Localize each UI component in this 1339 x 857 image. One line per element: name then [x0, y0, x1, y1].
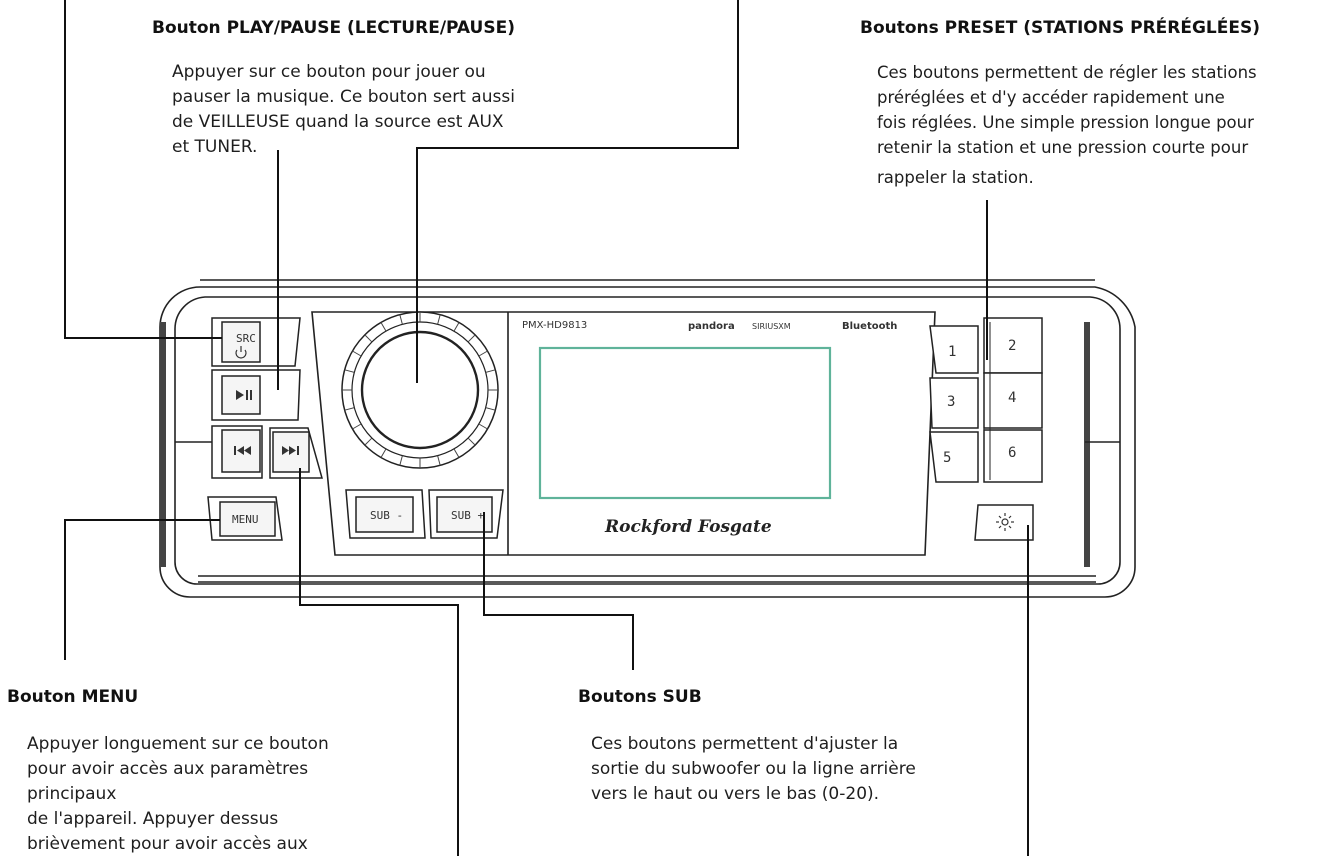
play-pause-heading: Bouton PLAY/PAUSE (LECTURE/PAUSE): [152, 18, 515, 38]
lcd-screen: [538, 346, 832, 500]
sub-heading: Boutons SUB: [578, 687, 702, 707]
knob-ridge: [344, 407, 355, 411]
description-line: Ces boutons permettent d'ajuster la: [591, 734, 899, 754]
play-pause-description: Appuyer sur ce bouton pour jouer ou paus…: [172, 60, 515, 160]
knob-ridge: [364, 437, 373, 446]
preset-description: Ces boutons permettent de régler les sta…: [877, 60, 1257, 190]
dimmer-button[interactable]: [974, 504, 1034, 541]
sub-minus-label: SUB -: [370, 509, 403, 522]
knob-ridge: [380, 448, 387, 458]
description-line: de VEILLEUSE quand la source est AUX: [172, 112, 504, 132]
sun-icon: [996, 513, 1014, 531]
knob-ridge: [485, 407, 496, 411]
chassis-outline: [159, 286, 1136, 598]
description-line: pour avoir accès aux paramètres: [27, 759, 309, 779]
menu-description: Appuyer longuement sur ce bouton pour av…: [27, 732, 329, 857]
description-line: de l'appareil. Appuyer dessus: [27, 809, 279, 829]
knob-ridge: [364, 334, 373, 343]
knob-ridge: [352, 423, 362, 430]
description-line: brièvement pour avoir accès aux: [27, 834, 308, 854]
preset-heading: Boutons PRESET (STATIONS PRÉRÉGLÉES): [860, 18, 1260, 38]
description-line: sortie du subwoofer ou la ligne arrière: [591, 759, 916, 779]
sub-description: Ces boutons permettent d'ajuster la sort…: [591, 732, 916, 807]
preset-label-5: 5: [943, 450, 951, 466]
description-line: retenir la station et une pression court…: [877, 138, 1249, 157]
knob-ridge: [437, 455, 441, 466]
knob-ridge: [485, 369, 496, 373]
siriusxm-logo: SIRIUSXM: [752, 322, 791, 331]
skip-forward-icon: [282, 446, 299, 455]
leader-lines: [64, 0, 1029, 856]
sub-leader: [483, 512, 634, 670]
knob-ridge: [467, 334, 476, 343]
knob-ridge: [453, 322, 460, 332]
knob-ridge: [467, 437, 476, 446]
knob-ridge: [478, 350, 488, 357]
next-leader: [299, 468, 459, 856]
preset-button-5[interactable]: [929, 431, 979, 483]
src-leader: [64, 0, 222, 339]
knob-leader: [416, 0, 739, 383]
bluetooth-logo: Bluetooth: [842, 321, 897, 332]
preset-label-4: 4: [1008, 390, 1016, 406]
description-line: principaux: [27, 784, 117, 804]
knob-ridge: [399, 314, 403, 325]
menu-leader: [64, 519, 220, 660]
knob-ridge: [453, 448, 460, 458]
description-line: vers le haut ou vers le bas (0-20).: [591, 784, 880, 804]
knob-ridge: [437, 314, 441, 325]
preset-button-3[interactable]: [929, 377, 979, 429]
skip-back-icon: [234, 446, 251, 455]
chassis-inner-outline: [174, 296, 1121, 585]
description-line: Ces boutons permettent de régler les sta…: [877, 63, 1257, 82]
description-line: pauser la musique. Ce bouton sert aussi: [172, 87, 515, 107]
description-line: préréglées et d'y accéder rapidement une: [877, 88, 1225, 107]
preset-label-3: 3: [947, 394, 955, 410]
preset-label-2: 2: [1008, 338, 1016, 354]
description-line: Appuyer sur ce bouton pour jouer ou: [172, 62, 486, 82]
model-number: PMX-HD9813: [522, 320, 587, 331]
rockford-fosgate-logo: Rockford Fosgate: [604, 517, 772, 537]
preset-label-1: 1: [948, 344, 956, 360]
description-line: rappeler la station.: [877, 168, 1034, 187]
src-label: SRC: [236, 332, 256, 345]
knob-ridge: [399, 455, 403, 466]
menu-heading: Bouton MENU: [7, 687, 139, 707]
description-line: Appuyer longuement sur ce bouton: [27, 734, 329, 754]
description-line: fois réglées. Une simple pression longue…: [877, 113, 1254, 132]
preset-label-6: 6: [1008, 445, 1016, 461]
pandora-logo: pandora: [688, 321, 735, 332]
power-icon: [235, 346, 247, 359]
sub-plus-label: SUB +: [451, 509, 484, 522]
knob-ridge: [380, 322, 387, 332]
preset-button-1[interactable]: [929, 325, 979, 374]
description-line: et TUNER.: [172, 137, 258, 157]
play-pause-icon: [236, 390, 252, 400]
knob-ridge: [344, 369, 355, 373]
knob-ridge: [352, 350, 362, 357]
menu-label: MENU: [232, 513, 259, 526]
knob-ridge: [478, 423, 488, 430]
face-plate: [311, 311, 936, 556]
